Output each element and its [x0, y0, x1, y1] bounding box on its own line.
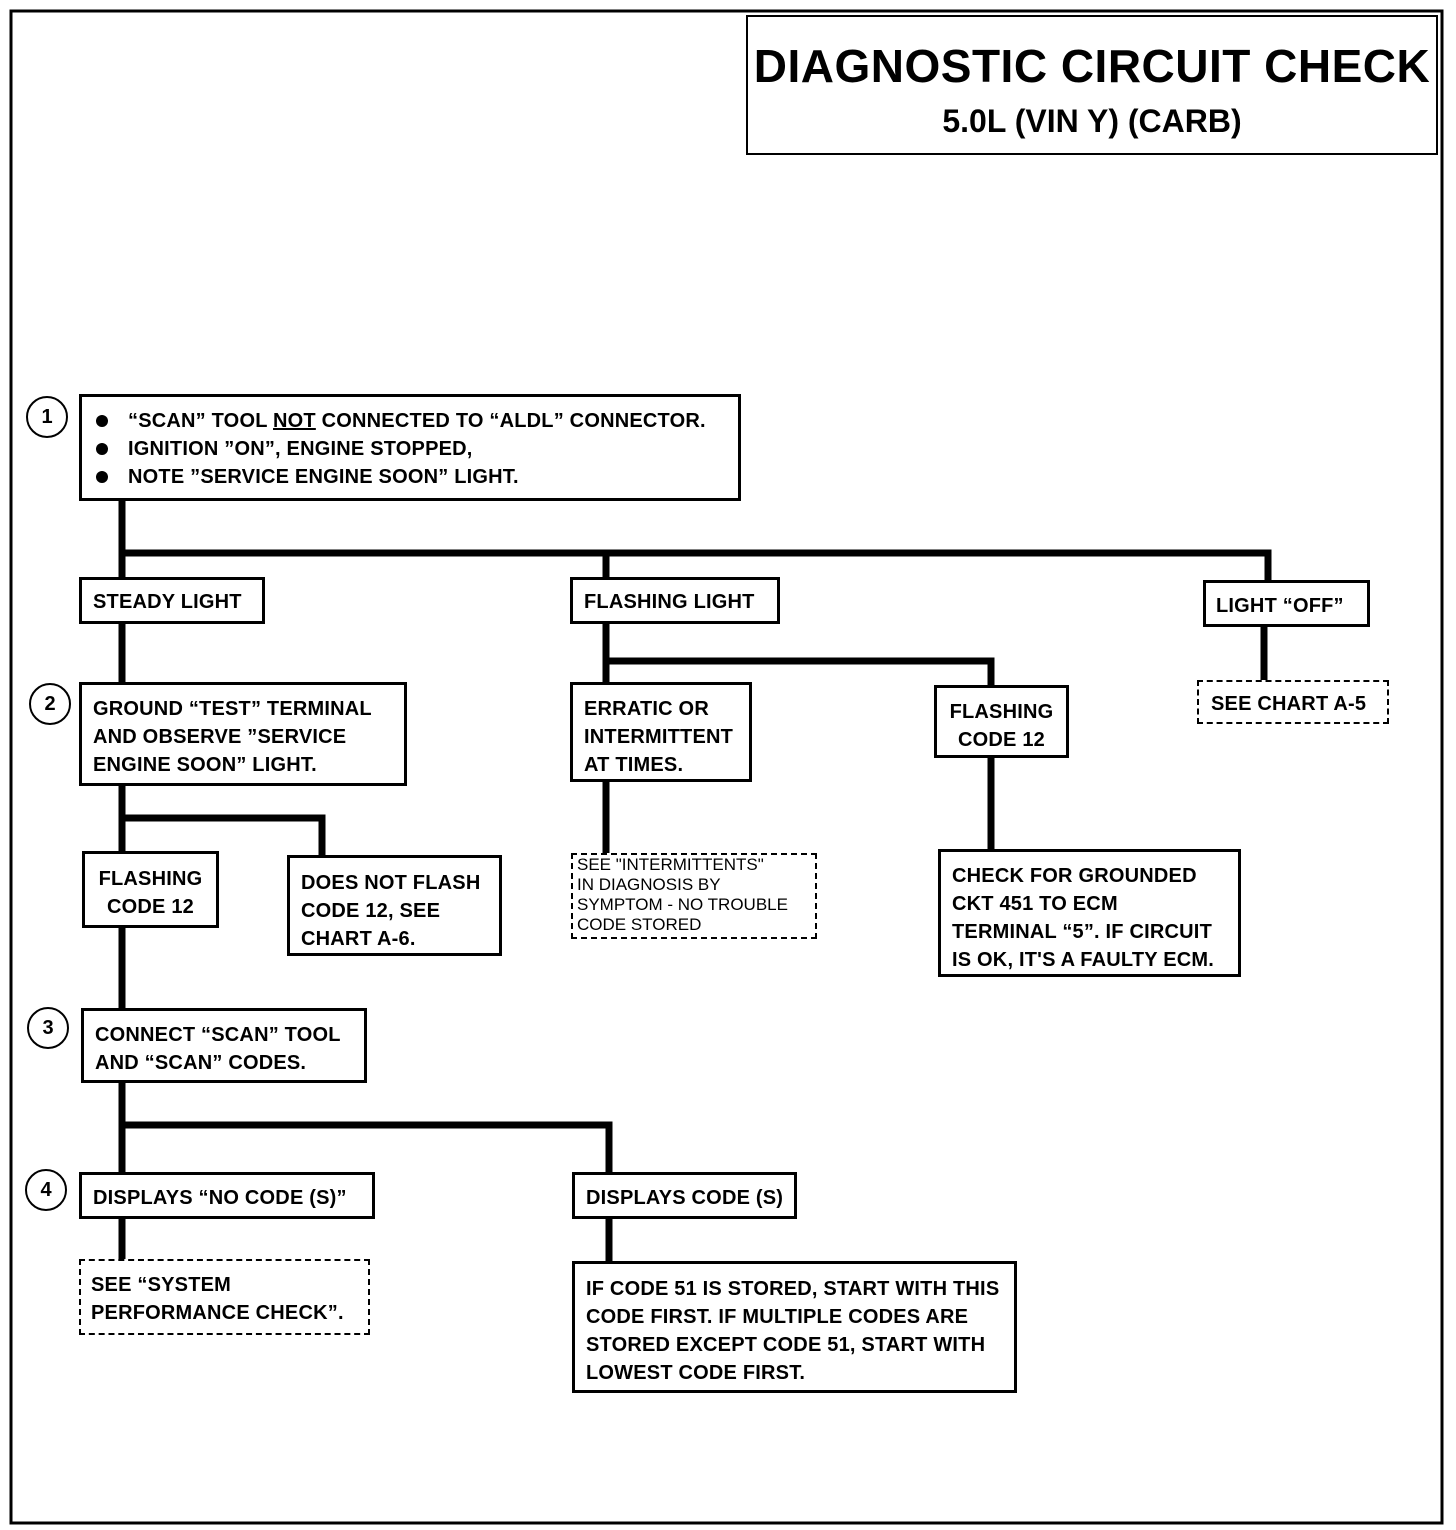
check-grounded-line: IS OK, IT'S A FAULTY ECM. [952, 949, 1214, 971]
step-marker-1: 1 [26, 396, 68, 438]
code51-instructions-box: IF CODE 51 IS STORED, START WITH THIS CO… [572, 1261, 1017, 1393]
step1-box: “SCAN” TOOL NOT CONNECTED TO “ALDL” CONN… [79, 394, 741, 501]
see-intermittents-box: SEE "INTERMITTENTS" IN DIAGNOSIS BY SYMP… [571, 853, 817, 939]
does-not-flash-line: CHART A-6. [301, 928, 416, 950]
check-grounded-box: CHECK FOR GROUNDED CKT 451 TO ECM TERMIN… [938, 849, 1241, 977]
see-intermittents-line: IN DIAGNOSIS BY [577, 875, 721, 894]
see-system-performance-line: PERFORMANCE CHECK”. [91, 1302, 344, 1324]
step-marker-2: 2 [29, 683, 71, 725]
code51-line: STORED EXCEPT CODE 51, START WITH [586, 1334, 986, 1356]
bullet-icon [96, 471, 108, 483]
displays-no-codes-box: DISPLAYS “NO CODE (S)” [79, 1172, 375, 1219]
see-intermittents-line: SEE "INTERMITTENTS" [577, 855, 764, 874]
flashing-code12-line: CODE 12 [958, 729, 1045, 751]
step1-item: NOTE ”SERVICE ENGINE SOON” LIGHT. [96, 463, 738, 491]
erratic-line: AT TIMES. [584, 754, 684, 776]
bullet-icon [96, 415, 108, 427]
see-intermittents-line: SYMPTOM - NO TROUBLE [577, 895, 788, 914]
flashing-code12-right-box: FLASHING CODE 12 [934, 685, 1069, 758]
code51-line: CODE FIRST. IF MULTIPLE CODES ARE [586, 1306, 969, 1328]
check-grounded-line: TERMINAL “5”. IF CIRCUIT [952, 921, 1212, 943]
bullet-icon [96, 443, 108, 455]
erratic-line: INTERMITTENT [584, 726, 734, 748]
flashing-code12-line: CODE 12 [107, 896, 194, 918]
step1-item: IGNITION ”ON”, ENGINE STOPPED, [96, 435, 738, 463]
connect-scan-line: AND “SCAN” CODES. [95, 1052, 307, 1074]
step1-item: “SCAN” TOOL NOT CONNECTED TO “ALDL” CONN… [96, 407, 738, 435]
steady-light-box: STEADY LIGHT [79, 577, 265, 624]
flashing-code12-line: FLASHING [98, 868, 203, 890]
step1-line2: IGNITION ”ON”, ENGINE STOPPED, [128, 438, 473, 460]
ground-test-line: ENGINE SOON” LIGHT. [93, 754, 317, 776]
step1-line1: “SCAN” TOOL NOT CONNECTED TO “ALDL” CONN… [128, 410, 706, 432]
step1-line3: NOTE ”SERVICE ENGINE SOON” LIGHT. [128, 466, 519, 488]
code51-line: LOWEST CODE FIRST. [586, 1362, 806, 1384]
does-not-flash-line: DOES NOT FLASH [301, 872, 481, 894]
flashing-light-box: FLASHING LIGHT [570, 577, 780, 624]
check-grounded-line: CKT 451 TO ECM [952, 893, 1118, 915]
connect-scan-line: CONNECT “SCAN” TOOL [95, 1024, 341, 1046]
ground-test-line: GROUND “TEST” TERMINAL [93, 698, 372, 720]
code51-line: IF CODE 51 IS STORED, START WITH THIS [586, 1278, 1000, 1300]
title-block: DIAGNOSTIC CIRCUIT CHECK 5.0L (VIN Y) (C… [746, 15, 1438, 155]
page-subtitle: 5.0L (VIN Y) (CARB) [942, 103, 1242, 139]
check-grounded-line: CHECK FOR GROUNDED [952, 865, 1197, 887]
connect-scan-box: CONNECT “SCAN” TOOL AND “SCAN” CODES. [81, 1008, 367, 1083]
erratic-line: ERRATIC OR [584, 698, 709, 720]
step-marker-3: 3 [27, 1007, 69, 1049]
displays-codes-box: DISPLAYS CODE (S) [572, 1172, 797, 1219]
ground-test-line: AND OBSERVE ”SERVICE [93, 726, 347, 748]
does-not-flash-box: DOES NOT FLASH CODE 12, SEE CHART A-6. [287, 855, 502, 956]
see-system-performance-line: SEE “SYSTEM [91, 1274, 232, 1296]
step-marker-4: 4 [25, 1169, 67, 1211]
does-not-flash-line: CODE 12, SEE [301, 900, 441, 922]
flashing-code12-line: FLASHING [949, 701, 1054, 723]
outer-frame [9, 9, 1444, 1525]
see-system-performance-box: SEE “SYSTEM PERFORMANCE CHECK”. [79, 1259, 370, 1335]
see-intermittents-line: CODE STORED [577, 915, 702, 934]
erratic-box: ERRATIC OR INTERMITTENT AT TIMES. [570, 682, 752, 782]
light-off-box: LIGHT “OFF” [1203, 580, 1370, 627]
see-chart-a5-box: SEE CHART A-5 [1197, 680, 1389, 724]
page-title: DIAGNOSTIC CIRCUIT CHECK [753, 40, 1431, 92]
ground-test-box: GROUND “TEST” TERMINAL AND OBSERVE ”SERV… [79, 682, 407, 786]
flashing-code12-left-box: FLASHING CODE 12 [82, 851, 219, 928]
